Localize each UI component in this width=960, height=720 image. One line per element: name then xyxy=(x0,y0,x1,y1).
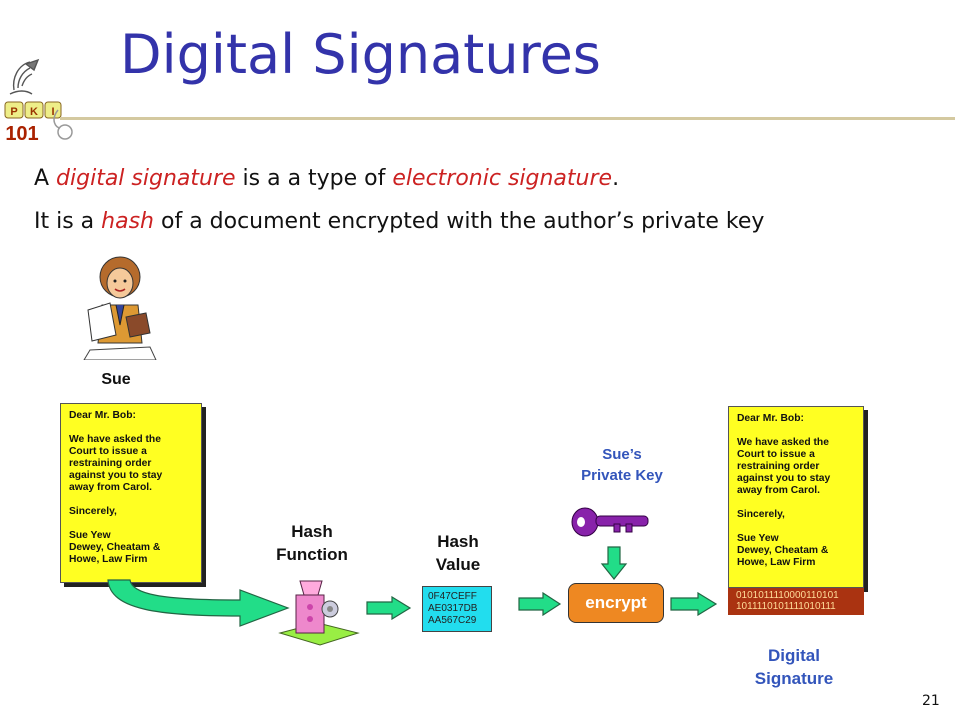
logo-letter-k: K xyxy=(30,106,38,118)
sender-label: Sue xyxy=(101,371,131,388)
letter-closing: Sincerely, xyxy=(69,506,117,517)
logo-letter-p: P xyxy=(10,106,17,118)
hash-function-label: Hash Function xyxy=(276,522,348,564)
letter-salutation: Dear Mr. Bob: xyxy=(69,410,136,421)
signed-letter-body: We have asked the Court to issue a restr… xyxy=(737,437,831,496)
digital-signature-label: Digital Signature xyxy=(754,646,834,688)
pki-logo: P K I 101 xyxy=(4,58,73,145)
letter-body: We have asked the Court to issue a restr… xyxy=(69,434,163,493)
bullet-1-term-electronic-signature: electronic signature xyxy=(392,166,613,191)
letter-signature-block: Sue Yew Dewey, Cheatam & Howe, Law Firm xyxy=(69,530,161,565)
letter-document: Dear Mr. Bob: We have asked the Court to… xyxy=(60,403,202,583)
bullet-2-term-hash: hash xyxy=(101,209,154,234)
encrypt-step: encrypt xyxy=(568,583,664,623)
page-number: 21 xyxy=(922,693,940,709)
meat-grinder-icon xyxy=(278,580,360,646)
key-icon xyxy=(571,507,649,537)
encrypt-to-signature-arrow xyxy=(670,592,718,616)
bullet-2-text-b: of a document encrypted with the author’… xyxy=(154,209,765,234)
bullet-1-term-digital-signature: digital signature xyxy=(56,166,236,191)
bullet-1-text-c: . xyxy=(612,166,620,191)
value-to-encrypt-arrow xyxy=(518,592,562,616)
letter-to-hash-arrow xyxy=(107,579,290,627)
logo-letter-i: I xyxy=(51,106,54,118)
bullet-1-text-b: is a a type of xyxy=(235,166,393,191)
pki-tiles: P K I xyxy=(4,101,62,119)
logo-number: 101 xyxy=(5,123,38,145)
eagle-icon xyxy=(9,58,40,95)
woman-reading-clipart xyxy=(83,256,157,360)
bullet-1-text-a: A xyxy=(34,166,57,191)
key-ring-icon xyxy=(53,109,73,140)
hash-value-box: 0F47CEFF AE0317DB AA567C29 xyxy=(422,586,492,632)
signature-bits: 0101011110000110101 1011110101111010111 xyxy=(728,588,864,615)
title-divider xyxy=(60,117,955,120)
signed-letter-closing: Sincerely, xyxy=(737,509,785,520)
hash-to-value-arrow xyxy=(366,596,412,620)
signed-letter-document: Dear Mr. Bob: We have asked the Court to… xyxy=(728,406,864,588)
signed-letter-salutation: Dear Mr. Bob: xyxy=(737,413,804,424)
bullet-2-text-a: It is a xyxy=(34,209,102,234)
private-key-label: Sue’s Private Key xyxy=(581,446,663,484)
slide-title: Digital Signatures xyxy=(120,23,601,86)
bullet-2: It is a hash of a document encrypted wit… xyxy=(34,209,764,234)
key-to-encrypt-arrow xyxy=(600,546,628,580)
bullet-1: A digital signature is a a type of elect… xyxy=(34,166,619,191)
signed-letter-signature-block: Sue Yew Dewey, Cheatam & Howe, Law Firm xyxy=(737,533,829,568)
hash-value-label: Hash Value xyxy=(435,532,481,574)
